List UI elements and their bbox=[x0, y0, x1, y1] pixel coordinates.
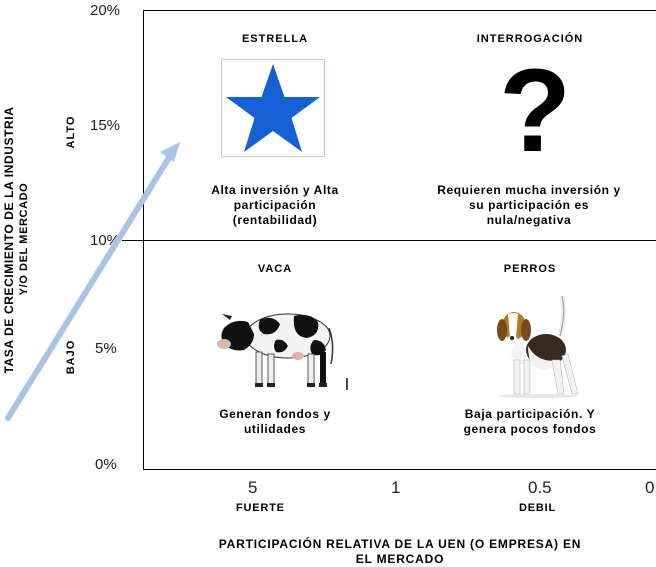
quadrant-question-desc: Requieren mucha inversión y su participa… bbox=[437, 183, 621, 227]
cow-icon bbox=[210, 300, 350, 395]
question-mark-icon: ? bbox=[498, 45, 572, 177]
x-axis-strong-label: FUERTE bbox=[236, 502, 285, 514]
y-tick-20: 20% bbox=[90, 2, 121, 19]
x-axis-title: PARTICIPACIÓN RELATIVA DE LA UEN (O EMPR… bbox=[150, 537, 650, 567]
quadrant-star-desc: Alta inversión y Alta participación (ren… bbox=[211, 183, 339, 227]
x-tick-0: 0 bbox=[645, 478, 655, 497]
star-icon bbox=[221, 59, 325, 157]
quadrant-dogs-title: PERROS bbox=[503, 263, 557, 275]
y-tick-0: 0% bbox=[95, 456, 117, 473]
y-tick-5: 5% bbox=[95, 340, 117, 357]
x-tick-1: 1 bbox=[391, 478, 401, 497]
quadrant-cow-title: VACA bbox=[257, 263, 293, 275]
x-tick-0-5: 0.5 bbox=[528, 478, 552, 497]
x-axis-weak-label: DEBIL bbox=[519, 502, 556, 514]
y-tick-15: 15% bbox=[90, 117, 121, 134]
quadrant-question-title: INTERROGACIÓN bbox=[476, 33, 584, 45]
growth-divider-line bbox=[110, 240, 656, 241]
quadrant-dogs-desc: Baja participación. Y genera pocos fondo… bbox=[463, 407, 597, 436]
dog-icon bbox=[490, 296, 585, 400]
x-axis-title-line1: PARTICIPACIÓN RELATIVA DE LA UEN (O EMPR… bbox=[218, 537, 582, 551]
x-tick-5: 5 bbox=[248, 478, 258, 497]
quadrant-cow-desc: Generan fondos y utilidades bbox=[219, 407, 331, 436]
quadrant-star-title: ESTRELLA bbox=[241, 33, 309, 45]
x-axis-title-line2: EL MERCADO bbox=[355, 552, 445, 566]
